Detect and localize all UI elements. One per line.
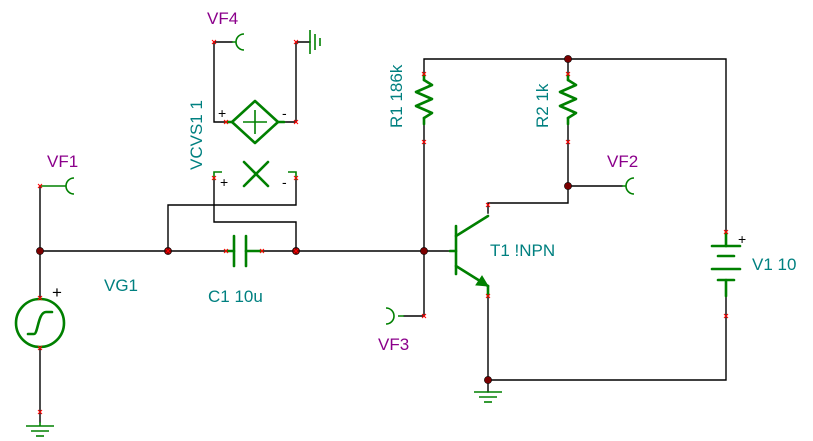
pin-marker [421, 71, 427, 77]
wire-r2-collector [487, 123, 569, 214]
wire-control-plus [167, 177, 297, 252]
vcvs1[interactable]: + - + - [213, 99, 297, 190]
label-vcvs1: VCVS1 1 [187, 100, 206, 170]
battery-v1[interactable]: + [710, 230, 746, 298]
pin-marker [421, 313, 427, 319]
pin-marker [37, 345, 43, 351]
vcvs-output-minus: - [282, 105, 287, 121]
pin-marker [485, 202, 491, 208]
label-vf3: VF3 [378, 335, 409, 354]
label-c1: C1 10u [208, 287, 263, 306]
wire-vcvs-ground [283, 41, 311, 123]
label-vf1: VF1 [47, 152, 78, 171]
label-vg1: VG1 [104, 276, 138, 295]
label-v1: V1 10 [752, 255, 796, 274]
pin-marker [565, 139, 571, 145]
generator-plus-sign: + [52, 283, 62, 302]
wires [39, 41, 727, 423]
pin-marker [223, 248, 229, 254]
pin-marker [293, 39, 299, 45]
battery-plus-sign: + [738, 231, 746, 247]
pin-marker [259, 248, 265, 254]
junction-nodes [36, 55, 572, 384]
wire-vf3 [403, 250, 425, 317]
pin-marker [165, 248, 171, 254]
pin-marker [37, 295, 43, 301]
vcvs-output-plus: + [218, 105, 226, 121]
pin-marker [37, 183, 43, 189]
wire-emitter-return [487, 295, 727, 381]
pin-marker [723, 313, 729, 319]
ground-symbol-vcvs [309, 30, 321, 54]
pin-marker [223, 119, 229, 125]
resistor-r1[interactable] [414, 72, 434, 126]
label-vf2: VF2 [607, 152, 638, 171]
pin-marker [211, 39, 217, 45]
wire-top-rail [423, 58, 727, 233]
pin-marker [293, 175, 299, 181]
ground-symbol-generator [26, 422, 54, 437]
vcvs-control-minus: - [282, 174, 287, 190]
probe-vf1-icon[interactable] [40, 177, 75, 195]
label-r1: R1 186k [387, 64, 406, 128]
label-t1: T1 !NPN [490, 241, 555, 260]
probe-vf4-icon[interactable] [232, 33, 245, 51]
step-source-icon [14, 297, 66, 349]
pin-markers [37, 39, 729, 415]
label-r2: R2 1k [533, 83, 552, 128]
probe-vf3-icon[interactable] [385, 307, 404, 325]
wire-vf4 [213, 41, 233, 123]
pin-marker [565, 71, 571, 77]
capacitor-c1[interactable] [224, 234, 264, 268]
resistor-r2[interactable] [558, 72, 578, 126]
probe-vf2-icon[interactable] [622, 177, 635, 195]
pin-marker [485, 293, 491, 299]
ground-symbol-emitter [474, 391, 502, 403]
generator-vg1[interactable]: + [14, 283, 66, 349]
wire-control-minus [213, 179, 297, 252]
pin-marker [293, 119, 299, 125]
pin-marker [37, 409, 43, 415]
label-vf4: VF4 [207, 9, 238, 28]
pin-marker [211, 175, 217, 181]
transistor-t1[interactable] [448, 214, 490, 298]
pin-marker [723, 229, 729, 235]
pin-marker [293, 248, 299, 254]
pin-marker [421, 139, 427, 145]
vcvs-control-plus: + [220, 174, 228, 190]
